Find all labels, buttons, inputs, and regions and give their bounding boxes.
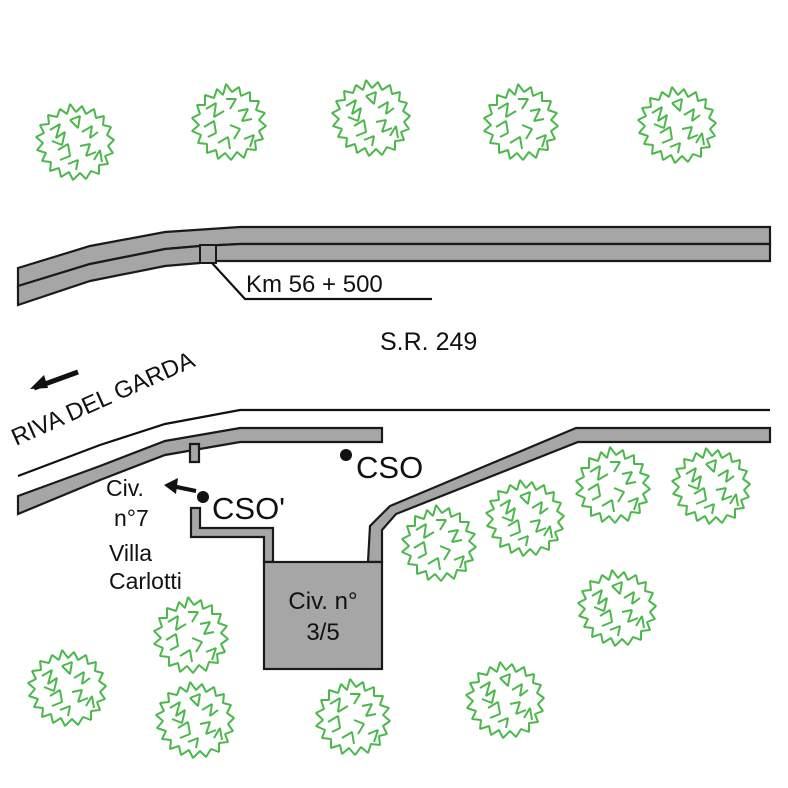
cso-label: CSO: [356, 450, 423, 485]
building-label-line2: 3/5: [306, 619, 339, 646]
tree-group-north: [35, 79, 717, 181]
parapet-post: [188, 442, 201, 464]
tree-icon: [191, 83, 267, 161]
building-label-line1: Civ. n°: [288, 588, 357, 615]
road-label: S.R. 249: [380, 328, 477, 356]
arrow-left-icon: [30, 372, 78, 389]
civ7-label-line1: Civ.: [106, 475, 144, 501]
road-parapet-east: [366, 426, 772, 564]
road-parapet-north: [16, 225, 772, 307]
cso-prime-label: CSO': [212, 491, 285, 526]
tree-icon: [315, 678, 391, 756]
building-civ-3-5: [262, 560, 384, 671]
point-marker-icon: [197, 491, 209, 503]
tree-icon: [35, 103, 115, 181]
villa-label-line1: Villa: [109, 540, 152, 566]
km-leader-line: [211, 262, 432, 301]
tree-icon: [485, 479, 565, 557]
tree-icon: [483, 83, 559, 161]
tree-icon: [331, 79, 411, 157]
km-label: Km 56 + 500: [246, 271, 383, 298]
tree-icon: [671, 447, 751, 525]
villa-label-line2: Carlotti: [109, 568, 182, 594]
kilometre-marker: [199, 244, 217, 264]
tree-icon: [577, 569, 657, 647]
tree-icon: [465, 661, 545, 739]
tree-icon: [637, 86, 717, 164]
civ7-label-line2: n°7: [114, 505, 149, 531]
tree-icon: [153, 596, 229, 674]
road-edge-south: [17, 408, 770, 478]
arrow-left-icon: [164, 478, 197, 494]
tree-icon: [27, 649, 107, 727]
tree-icon: [575, 446, 651, 524]
tree-icon: [401, 504, 477, 582]
tree-icon: [155, 681, 235, 759]
point-marker-icon: [340, 449, 352, 461]
direction-label: RIVA DEL GARDA: [7, 347, 198, 452]
